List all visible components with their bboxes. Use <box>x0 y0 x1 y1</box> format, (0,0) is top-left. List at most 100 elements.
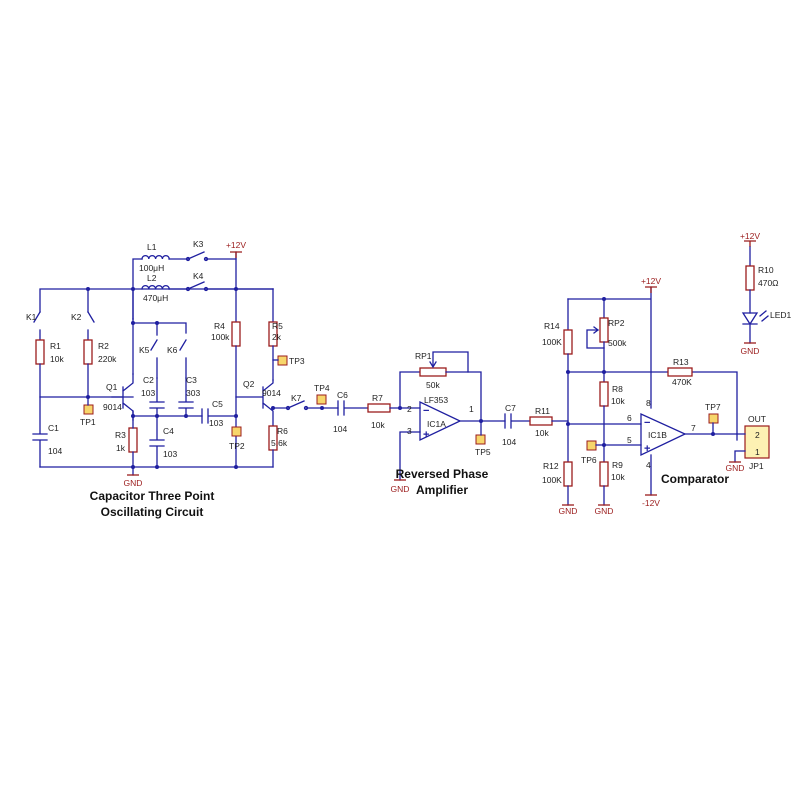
label-k4: K4 <box>193 271 204 281</box>
label-l1-value: 100μH <box>139 263 164 273</box>
label-r10-value: 470Ω <box>758 278 779 288</box>
resistor-r10 <box>745 265 755 291</box>
label-r4-value: 100k <box>211 332 230 342</box>
label-c4-value: 103 <box>163 449 177 459</box>
label-r9-value: 10k <box>611 472 625 482</box>
label-tp2: TP2 <box>229 441 245 451</box>
label-pin-1: 1 <box>469 404 474 414</box>
label-ic1a: IC1A <box>427 419 446 429</box>
potentiometer-rp2 <box>599 317 609 343</box>
resistor-r9 <box>599 461 609 487</box>
label-r8-value: 10k <box>611 396 625 406</box>
label-rp1: RP1 <box>415 351 432 361</box>
gnd-label-led: GND <box>741 346 760 356</box>
gnd-label-osc: GND <box>124 478 143 488</box>
label-rp2: RP2 <box>608 318 625 328</box>
transistor-q1 <box>111 373 134 421</box>
resistor-r13 <box>667 367 693 377</box>
opamp-ic1a-minus: − <box>423 405 429 417</box>
label-c5-value: 103 <box>209 418 223 428</box>
label-k2: K2 <box>71 312 82 322</box>
label-tp3: TP3 <box>289 356 305 366</box>
label-r8: R8 <box>612 384 623 394</box>
test-point-tp3 <box>277 355 288 366</box>
resistor-r8 <box>599 381 609 407</box>
label-c7: C7 <box>505 403 516 413</box>
switch-k4 <box>187 281 205 290</box>
resistor-r3 <box>128 427 138 453</box>
label-r7-value: 10k <box>371 420 385 430</box>
label-r7: R7 <box>372 393 383 403</box>
label-r2: R2 <box>98 341 109 351</box>
label-pin-8: 8 <box>646 398 651 408</box>
opamp-ic1a <box>419 400 462 442</box>
label-tp6: TP6 <box>581 455 597 465</box>
test-point-tp6 <box>586 440 597 451</box>
label-r9: R9 <box>612 460 623 470</box>
label-l2-value: 470μH <box>143 293 168 303</box>
label-pin-4: 4 <box>646 460 651 470</box>
label-pin-5: 5 <box>627 435 632 445</box>
label-c3: C3 <box>186 375 197 385</box>
label-c2-value: 103 <box>141 388 155 398</box>
label-l1: L1 <box>147 242 157 252</box>
resistor-r2 <box>83 339 93 365</box>
label-r13-value: 470K <box>672 377 692 387</box>
label-r5: R5 <box>272 321 283 331</box>
label-c5: C5 <box>212 399 223 409</box>
label-tp4: TP4 <box>314 383 330 393</box>
resistor-r7 <box>367 403 391 413</box>
label-r10: R10 <box>758 265 774 275</box>
label-pin-2: 2 <box>407 404 412 414</box>
label-k5: K5 <box>139 345 150 355</box>
test-point-tp4 <box>316 394 327 405</box>
label-r14-value: 100K <box>542 337 562 347</box>
connector-jp1 <box>744 425 770 459</box>
label-r3: R3 <box>115 430 126 440</box>
gnd-label-jp1: GND <box>726 463 745 473</box>
label-ic1b: IC1B <box>648 430 667 440</box>
title-amplifier-line2: Amplifier <box>416 483 468 497</box>
resistor-r11 <box>529 416 553 426</box>
label-q1: Q1 <box>106 382 118 392</box>
resistor-r1 <box>35 339 45 365</box>
switch-k2 <box>87 311 95 341</box>
test-point-tp5 <box>475 434 486 445</box>
test-point-tp1 <box>83 404 94 415</box>
switch-k7 <box>287 400 305 409</box>
label-r2-value: 220k <box>98 354 117 364</box>
label-c7-value: 104 <box>502 437 516 447</box>
label-jp1: JP1 <box>749 461 764 471</box>
vcc-label-led: +12V <box>740 231 760 241</box>
label-k7: K7 <box>291 393 302 403</box>
label-tp1: TP1 <box>80 417 96 427</box>
vcc-label-comp: +12V <box>641 276 661 286</box>
label-r6-value: 5.6k <box>271 438 288 448</box>
label-r1-value: 10k <box>50 354 64 364</box>
label-r5-value: 2k <box>272 332 282 342</box>
label-rp1-value: 50k <box>426 380 440 390</box>
label-k1: K1 <box>26 312 37 322</box>
label-pin-7: 7 <box>691 423 696 433</box>
label-c2: C2 <box>143 375 154 385</box>
label-jp1-pin-1: 1 <box>755 447 760 457</box>
label-c6: C6 <box>337 390 348 400</box>
inductor-l2 <box>141 285 170 290</box>
vcc-label-osc: +12V <box>226 240 246 250</box>
gnd-label-r12: GND <box>559 506 578 516</box>
label-k3: K3 <box>193 239 204 249</box>
test-point-tp2 <box>231 426 242 437</box>
label-c3-value: 303 <box>186 388 200 398</box>
label-r4: R4 <box>214 321 225 331</box>
title-comparator-text: Comparator <box>661 472 729 486</box>
led-led1 <box>741 312 759 344</box>
label-lf353: LF353 <box>424 395 448 405</box>
test-point-tp7 <box>708 413 719 424</box>
label-r13: R13 <box>673 357 689 367</box>
label-r12-value: 100K <box>542 475 562 485</box>
switch-k1 <box>33 311 41 341</box>
label-tp7: TP7 <box>705 402 721 412</box>
title-oscillator-text: Capacitor Three Point <box>90 489 215 503</box>
switch-k6 <box>179 339 187 379</box>
switch-k5 <box>150 339 158 379</box>
